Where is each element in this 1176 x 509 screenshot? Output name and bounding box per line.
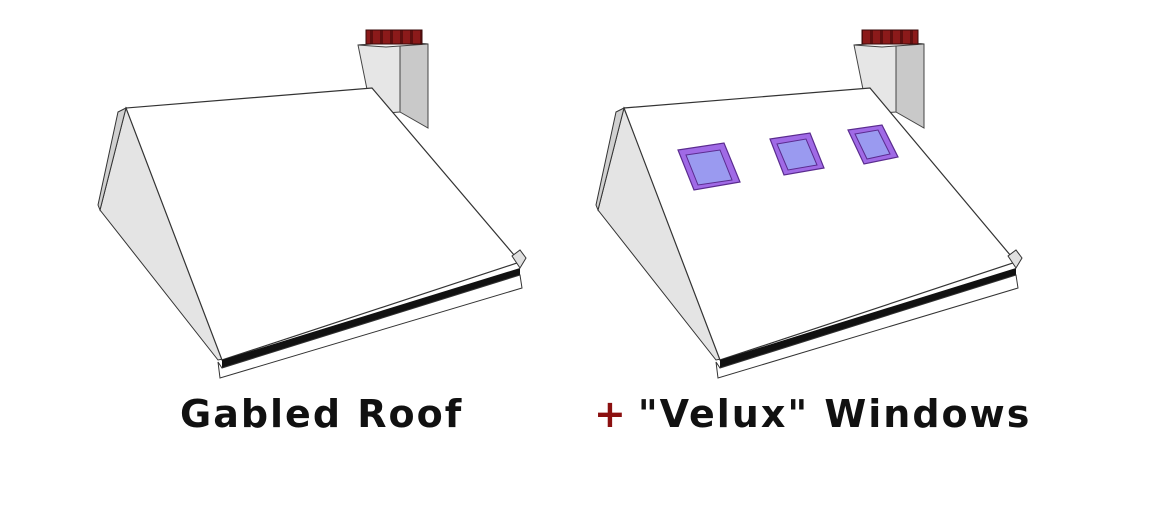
gutter <box>222 268 520 368</box>
plus-sign: + <box>594 392 628 436</box>
chimney-pots <box>861 29 919 45</box>
chimney-pots <box>365 29 423 45</box>
roof-slope <box>623 87 1018 361</box>
gabled-roof-model <box>97 29 527 379</box>
caption-velux-windows: +"Velux" Windows <box>594 392 1031 436</box>
fascia-board <box>715 274 1019 379</box>
velux-roof-model <box>595 29 1023 379</box>
gutter <box>720 268 1016 368</box>
velux-window-1 <box>677 142 741 191</box>
velux-window-3 <box>847 124 899 165</box>
caption-gabled-roof-text: Gabled Roof <box>180 392 464 436</box>
roof-slope <box>125 87 522 361</box>
velux-window-2 <box>769 132 825 176</box>
fascia-board <box>217 274 523 379</box>
caption-velux-windows-text: "Velux" Windows <box>637 392 1032 436</box>
caption-gabled-roof: Gabled Roof <box>180 392 463 436</box>
